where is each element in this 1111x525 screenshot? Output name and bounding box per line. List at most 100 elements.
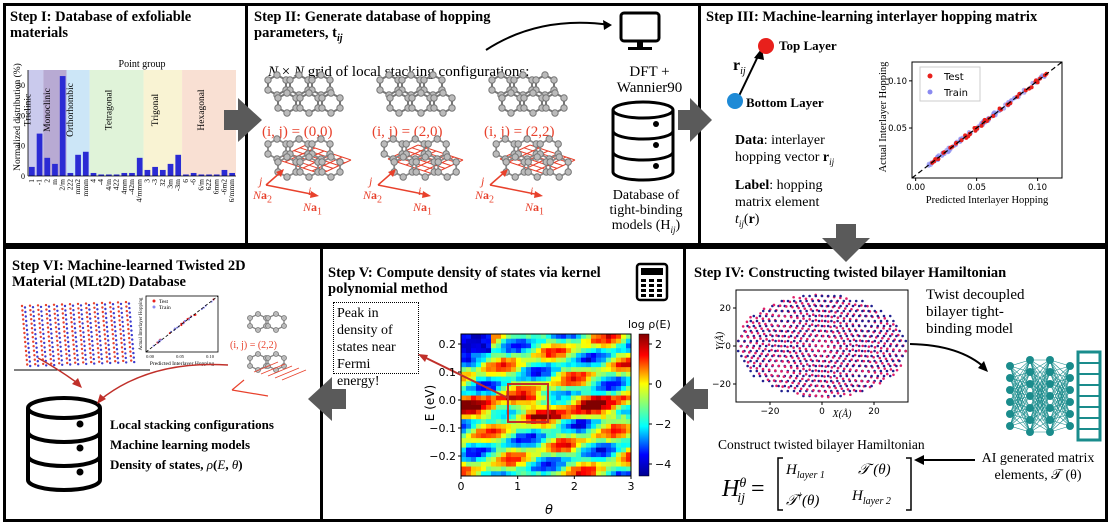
bottom-atom bbox=[836, 359, 839, 363]
top-atom bbox=[788, 350, 792, 354]
atom bbox=[542, 94, 550, 102]
bottom-atom bbox=[839, 304, 842, 308]
bottom-atom bbox=[758, 314, 762, 318]
bottom-atom bbox=[845, 314, 849, 318]
top-atom bbox=[803, 307, 807, 310]
bar bbox=[167, 163, 174, 176]
top-atom bbox=[797, 306, 800, 310]
bottom-atom bbox=[842, 379, 845, 383]
bottom-atom bbox=[802, 364, 805, 368]
x-tick-label: 3m bbox=[166, 179, 175, 189]
bottom-atom bbox=[783, 334, 787, 338]
top-atom bbox=[772, 354, 776, 357]
top-atom bbox=[864, 339, 868, 343]
bottom-atom bbox=[851, 304, 855, 308]
test-point bbox=[942, 150, 947, 155]
bottom-atom bbox=[749, 369, 752, 373]
top-atom bbox=[803, 357, 807, 361]
top-atom bbox=[786, 345, 789, 349]
top-atom bbox=[842, 367, 846, 371]
atom bbox=[380, 150, 388, 158]
top-atom bbox=[792, 371, 796, 375]
bottom-atom bbox=[842, 299, 846, 303]
bottom-atom bbox=[799, 329, 802, 333]
atom bbox=[501, 135, 509, 143]
top-atom bbox=[799, 387, 803, 391]
bottom-atom bbox=[848, 339, 852, 343]
bottom-atom bbox=[774, 349, 777, 353]
top-atom bbox=[828, 385, 831, 389]
bottom-atom bbox=[836, 369, 839, 373]
atom bbox=[443, 173, 451, 181]
top-atom bbox=[836, 366, 840, 370]
top-atom bbox=[777, 339, 781, 343]
top-atom bbox=[819, 329, 823, 333]
atom bbox=[502, 158, 510, 166]
top-atom bbox=[765, 363, 768, 366]
atom bbox=[273, 135, 281, 143]
top-atom bbox=[853, 353, 857, 357]
x-tick-label: 2 bbox=[42, 179, 51, 183]
top-atom bbox=[776, 349, 780, 353]
test-point bbox=[997, 106, 1002, 111]
bottom-atom bbox=[802, 304, 805, 308]
bottom-atom bbox=[752, 324, 756, 328]
bottom-atom bbox=[798, 389, 802, 393]
top-atom bbox=[774, 369, 777, 372]
top-atom bbox=[844, 382, 847, 386]
x-tick-label: 6mm bbox=[212, 179, 221, 195]
top-atom bbox=[815, 359, 819, 362]
top-atom bbox=[850, 358, 853, 361]
bottom-atom bbox=[861, 309, 864, 313]
bottom-atom bbox=[802, 334, 805, 338]
bottom-atom bbox=[792, 389, 796, 393]
top-atom bbox=[812, 338, 815, 342]
top-atom bbox=[827, 395, 830, 399]
group-label: Trigonal bbox=[151, 93, 161, 126]
top-atom bbox=[869, 350, 873, 354]
bottom-atom bbox=[820, 304, 824, 308]
atom bbox=[433, 135, 441, 143]
bottom-atom bbox=[814, 324, 818, 328]
bottom-atom bbox=[830, 299, 833, 303]
bottom-atom bbox=[795, 384, 799, 388]
arrow-3-to-4 bbox=[822, 224, 870, 262]
bottom-atom bbox=[845, 334, 849, 338]
bottom-atom bbox=[752, 354, 756, 358]
atom bbox=[430, 94, 438, 102]
bottom-atom bbox=[882, 334, 886, 338]
atom bbox=[555, 173, 563, 181]
bottom-atom bbox=[820, 364, 824, 368]
x-tick-label: 4/mmm bbox=[135, 179, 144, 203]
atom bbox=[283, 89, 291, 97]
top-atom bbox=[823, 350, 826, 353]
bottom-atom bbox=[839, 394, 842, 398]
bottom-atom bbox=[792, 339, 796, 343]
bottom-atom bbox=[805, 319, 808, 323]
top-atom bbox=[805, 388, 809, 391]
bottom-atom bbox=[854, 339, 858, 343]
atom bbox=[336, 168, 344, 176]
top-atom bbox=[861, 344, 865, 348]
bottom-atom bbox=[755, 329, 759, 333]
top-atom bbox=[831, 356, 835, 359]
atom bbox=[317, 135, 325, 143]
bottom-atom bbox=[870, 314, 873, 318]
top-atom bbox=[809, 383, 813, 387]
bottom-atom bbox=[789, 334, 793, 338]
bottom-atom bbox=[761, 339, 765, 343]
bottom-atom bbox=[867, 329, 870, 333]
atom bbox=[308, 76, 316, 84]
top-atom bbox=[821, 309, 825, 313]
top-atom bbox=[797, 331, 800, 335]
top-atom bbox=[818, 364, 821, 368]
top-atom bbox=[811, 313, 815, 317]
bottom-atom bbox=[792, 329, 796, 333]
bottom-atom bbox=[848, 389, 852, 393]
bottom-atom bbox=[798, 349, 802, 353]
atom bbox=[273, 71, 281, 79]
atom bbox=[318, 94, 326, 102]
vector-a1 bbox=[489, 184, 541, 196]
bottom-atom bbox=[768, 319, 771, 323]
top-atom bbox=[783, 315, 787, 318]
